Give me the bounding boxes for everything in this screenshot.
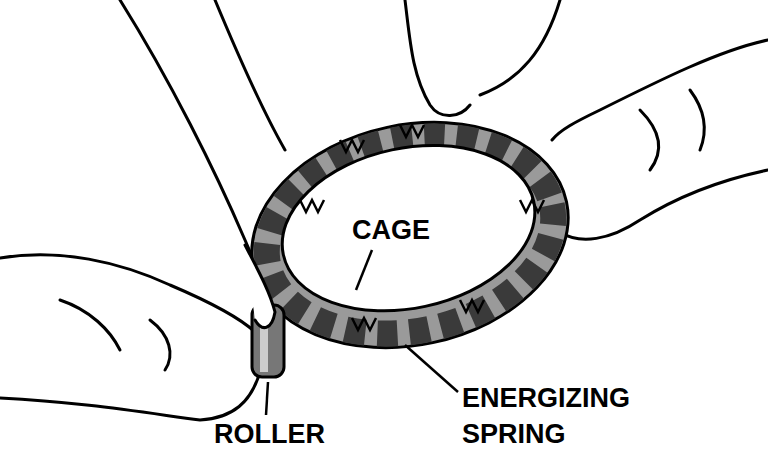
part-label: ENERGIZING SPRING xyxy=(462,380,692,452)
part-label: ROLLER xyxy=(214,416,325,452)
part-label: CAGE xyxy=(352,212,430,248)
